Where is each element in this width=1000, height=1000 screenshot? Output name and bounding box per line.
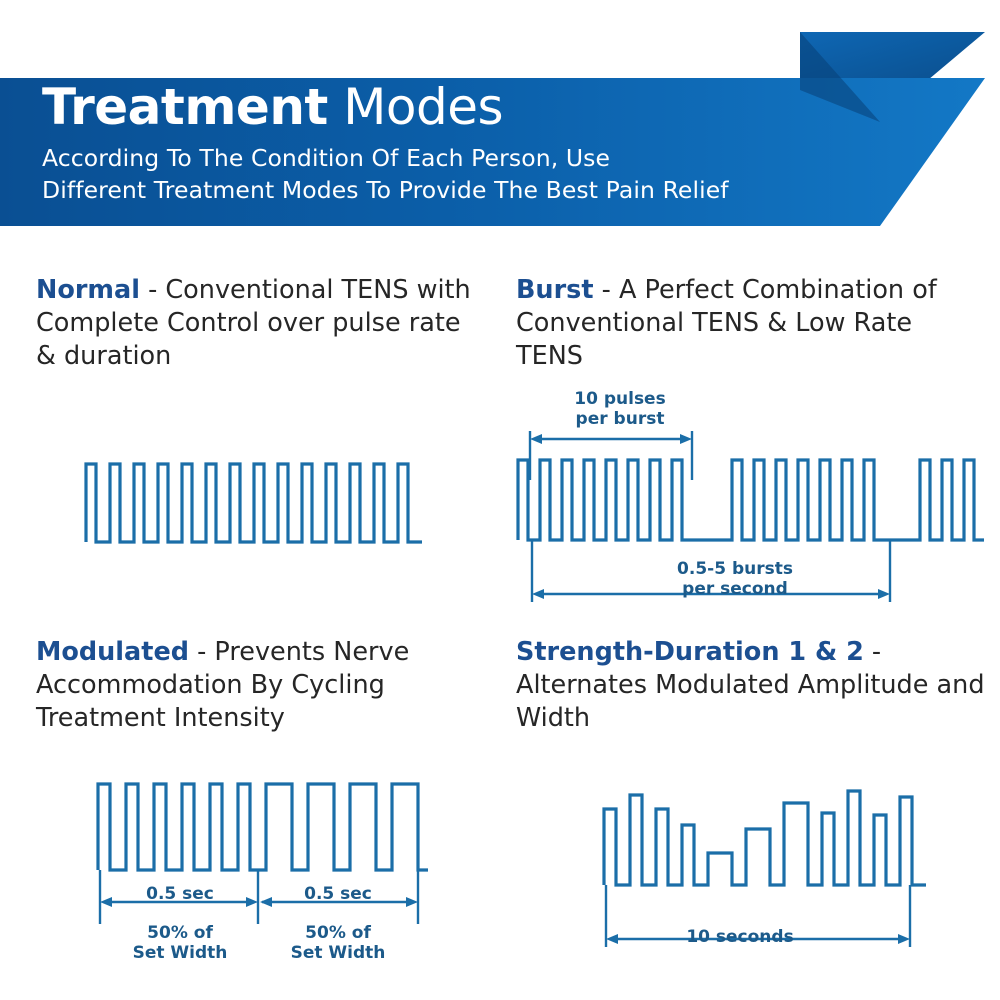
page-title-light: Modes xyxy=(343,78,504,136)
mode-burst-text: Burst - A Perfect Combination of Convent… xyxy=(516,274,986,373)
mode-strength-duration-text: Strength-Duration 1 & 2 - Alternates Mod… xyxy=(516,636,986,735)
modulated-right-width-line1: 50% of xyxy=(305,923,371,943)
wave-modulated xyxy=(80,762,430,946)
mode-burst-name: Burst xyxy=(516,275,594,305)
modulated-left-width-line1: 50% of xyxy=(147,923,213,943)
mode-card-burst: Burst - A Perfect Combination of Convent… xyxy=(516,274,986,373)
mode-normal-description: - Conventional TENS with Complete Contro… xyxy=(36,275,471,372)
burst-top-label-line1: 10 pulses xyxy=(574,389,666,409)
wave-strength-duration xyxy=(580,757,960,961)
strength-duration-time-label: 10 seconds xyxy=(686,927,794,947)
mode-card-strength-duration: Strength-Duration 1 & 2 - Alternates Mod… xyxy=(516,636,986,735)
modulated-left-width-line2: Set Width xyxy=(132,942,228,963)
mode-modulated-text: Modulated - Prevents Nerve Accommodation… xyxy=(36,636,486,735)
modulated-left-width-label: 50% of Set Width xyxy=(110,923,250,963)
burst-top-label: 10 pulses per burst xyxy=(555,389,685,429)
mode-normal-text: Normal - Conventional TENS with Complete… xyxy=(36,274,486,373)
mode-normal-name: Normal xyxy=(36,275,140,305)
banner-subtitle-line1: According To The Condition Of Each Perso… xyxy=(42,144,611,172)
header-banner: Treatment Modes According To The Conditi… xyxy=(0,30,1000,230)
mode-card-normal: Normal - Conventional TENS with Complete… xyxy=(36,274,486,373)
mode-modulated-description: - Prevents Nerve Accommodation By Cyclin… xyxy=(36,637,410,734)
modulated-right-width-label: 50% of Set Width xyxy=(268,923,408,963)
page-title: Treatment Modes xyxy=(42,82,922,132)
burst-top-label-line2: per burst xyxy=(575,408,665,429)
wave-burst xyxy=(510,422,990,616)
burst-bottom-label-line2: per second xyxy=(682,578,788,599)
mode-strength-duration-description: - Alternates Modulated Amplitude and Wid… xyxy=(516,637,985,734)
mode-modulated-name: Modulated xyxy=(36,637,189,667)
mode-card-modulated: Modulated - Prevents Nerve Accommodation… xyxy=(36,636,486,735)
banner-shape xyxy=(0,32,985,226)
mode-strength-duration-name: Strength-Duration 1 & 2 xyxy=(516,637,864,667)
burst-bottom-label: 0.5-5 bursts per second xyxy=(640,559,830,599)
banner-subtitle: According To The Condition Of Each Perso… xyxy=(42,142,922,207)
banner-text-block: Treatment Modes According To The Conditi… xyxy=(42,82,922,207)
banner-subtitle-line2: Different Treatment Modes To Provide The… xyxy=(42,176,729,205)
wave-normal xyxy=(60,442,460,576)
page-title-bold: Treatment xyxy=(42,78,328,136)
modulated-left-time-label: 0.5 sec xyxy=(146,884,214,904)
burst-bottom-label-line1: 0.5-5 bursts xyxy=(677,559,793,579)
modulated-right-time-label: 0.5 sec xyxy=(304,884,372,904)
modulated-right-width-line2: Set Width xyxy=(290,942,386,963)
mode-burst-description: - A Perfect Combination of Conventional … xyxy=(516,275,937,372)
